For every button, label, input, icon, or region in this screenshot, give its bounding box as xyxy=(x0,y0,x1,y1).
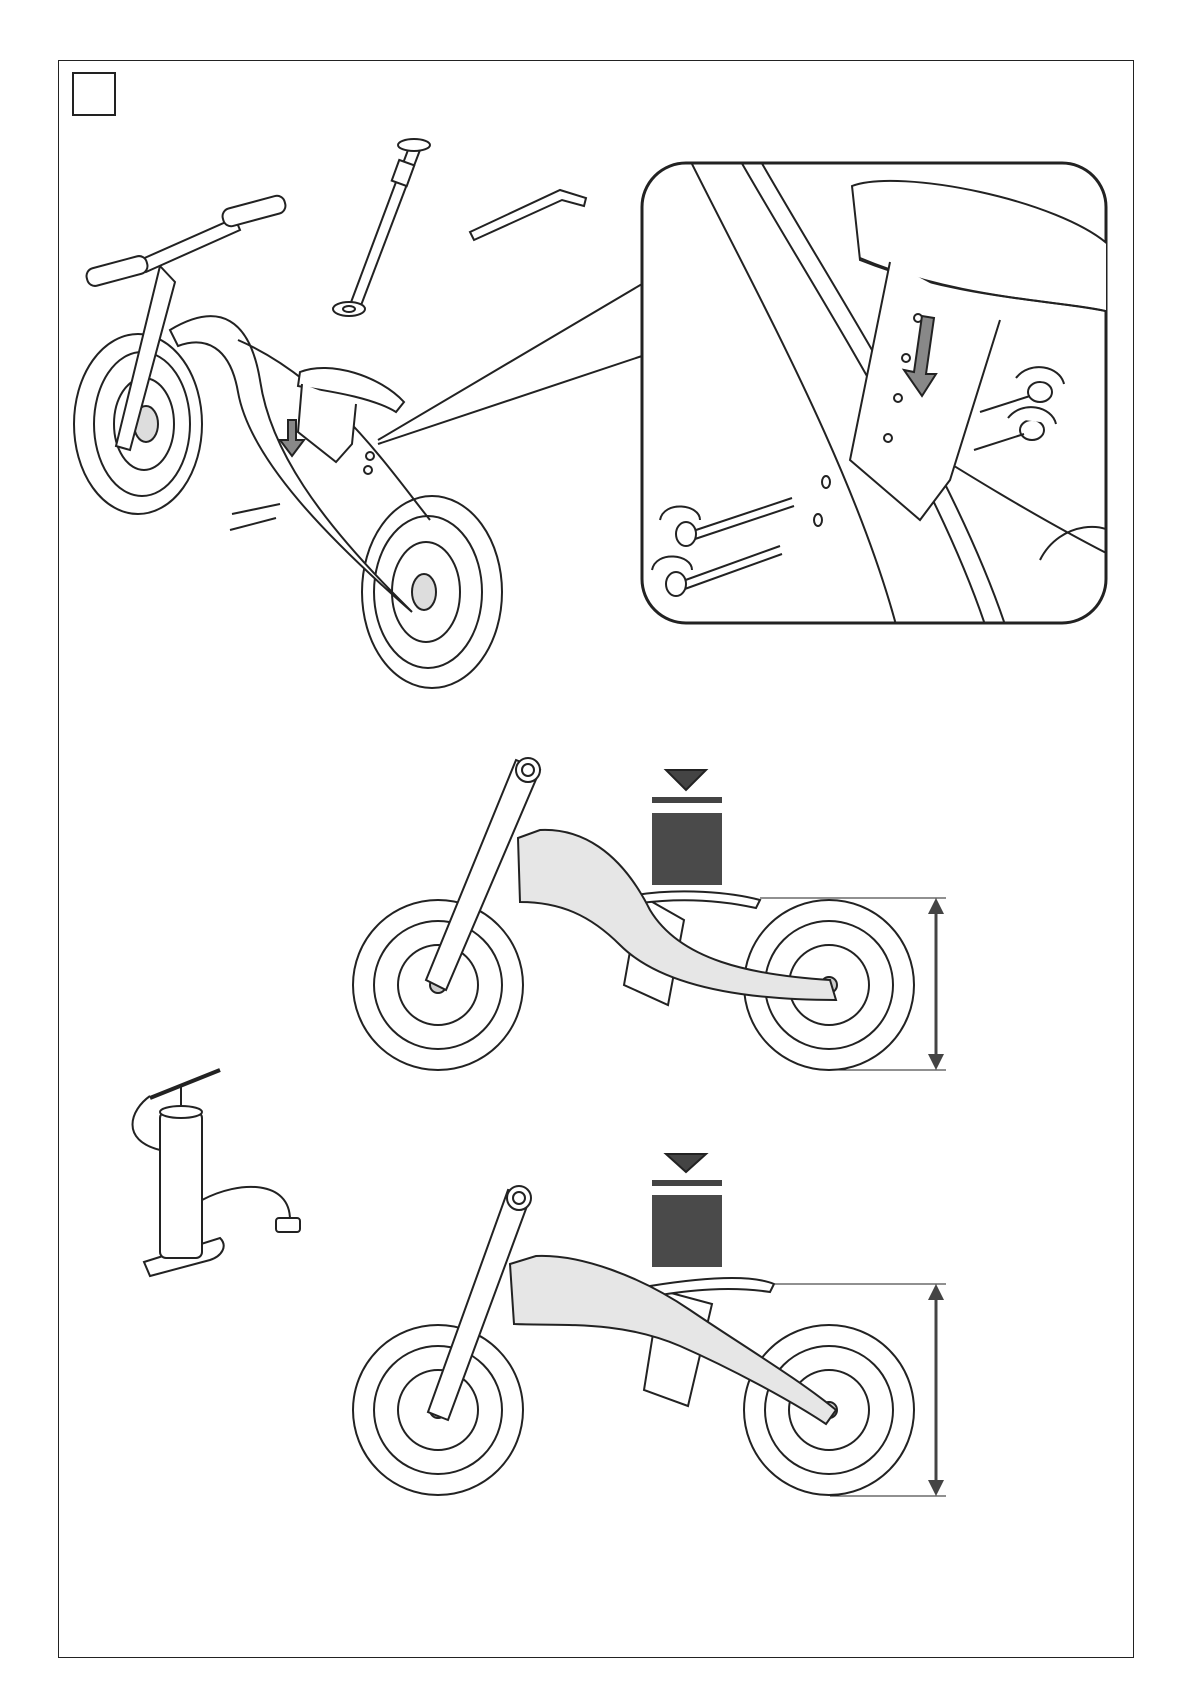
right-grip xyxy=(221,194,287,228)
balance-bike-perspective xyxy=(74,194,502,688)
weight-block xyxy=(652,813,722,885)
left-grip xyxy=(85,254,150,287)
handlebar xyxy=(140,218,240,272)
axle-bolt-icon xyxy=(333,139,430,316)
weight-arrow-icon xyxy=(666,1154,706,1172)
rear-wheel xyxy=(362,496,502,688)
callout-leader xyxy=(378,284,642,444)
side-view-high-seat xyxy=(353,1154,946,1496)
hex-key-icon xyxy=(470,190,586,240)
seat-pad xyxy=(650,1278,774,1296)
weight-arrow-icon xyxy=(666,770,706,790)
floor-pump-icon xyxy=(133,1070,301,1276)
weight-bar xyxy=(652,797,722,803)
seat-bolt-detail xyxy=(642,160,1120,640)
weight-bar xyxy=(652,1180,722,1186)
side-view-low-seat xyxy=(353,758,946,1070)
weight-block xyxy=(652,1195,722,1267)
seat xyxy=(298,368,404,462)
